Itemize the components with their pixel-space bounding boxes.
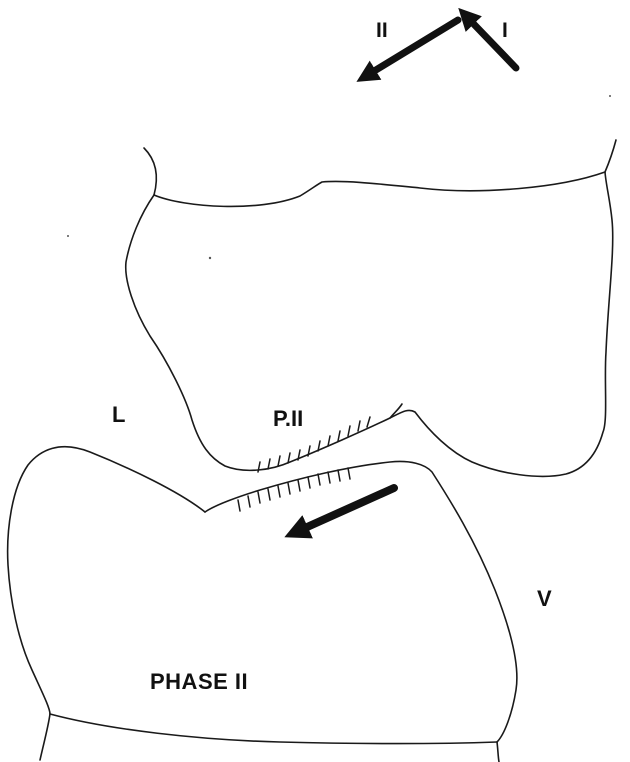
vestibular-label: V (537, 588, 552, 610)
upper-tooth-crown-outline (126, 172, 613, 476)
upper-tooth-right-root-line (605, 140, 616, 172)
upper-tooth (126, 140, 616, 476)
upper-tooth-contact-edge (390, 404, 402, 418)
contact-label: P.II (273, 408, 303, 430)
upper-tooth-neck-line (154, 172, 605, 206)
arrow-one-label: I (502, 20, 508, 41)
direction-arrows (366, 16, 516, 76)
lower-tooth (8, 447, 517, 762)
lower-contact-hatching (238, 468, 350, 511)
phase-label: PHASE II (150, 671, 248, 693)
upper-tooth-left-root-line (144, 148, 156, 195)
lower-tooth-left-root-line (40, 714, 50, 760)
arrow-two-label: II (376, 20, 388, 41)
movement-arrow (296, 488, 394, 532)
lower-tooth-neck-line (50, 714, 497, 744)
lower-tooth-right-root-line (497, 742, 499, 762)
paper-specks (67, 95, 611, 259)
arrow-one (466, 16, 516, 68)
lingual-label: L (112, 404, 125, 426)
